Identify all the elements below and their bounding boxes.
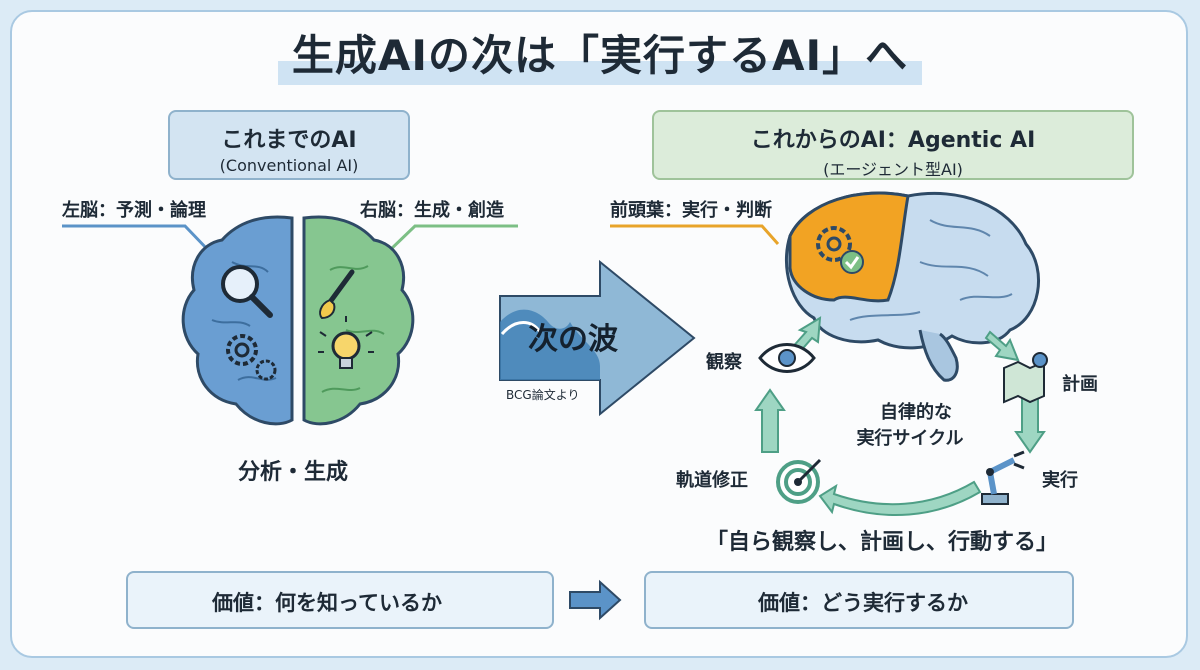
- bottom-arrow: [569, 579, 622, 621]
- next-wave-arrow: [499, 259, 696, 417]
- gears-icon: [226, 334, 277, 381]
- cycle-execute: 実行: [1042, 470, 1078, 491]
- wave-source: BCG論文より: [506, 388, 580, 402]
- conventional-subtitle: (Conventional AI): [219, 156, 359, 175]
- left-brain-pointer: [62, 224, 212, 254]
- agentic-title: これからのAI：Agentic AI: [750, 128, 1036, 153]
- frontal-lobe-label: 前頭葉：実行・判断: [610, 200, 772, 221]
- analysis-label: 分析・生成: [238, 460, 349, 485]
- robot-arm-icon: [981, 450, 1025, 505]
- value-new-text: 価値：どう実行するか: [758, 591, 968, 615]
- title-wrap: 生成AIの次は「実行するAI」へ: [0, 22, 1200, 85]
- cycle-arrows: [754, 316, 1046, 517]
- left-brain-label: 左脳：予測・論理: [62, 200, 206, 221]
- left-hemisphere: [181, 215, 294, 426]
- right-brain-pointer: [386, 224, 518, 254]
- lightbulb-icon: [318, 316, 374, 369]
- conventional-ai-box: これまでのAI (Conventional AI): [168, 110, 410, 180]
- quote: 「自ら観察し、計画し、行動する」: [706, 530, 1059, 555]
- eye-icon: [758, 343, 816, 373]
- gear-check-icon: [816, 226, 864, 274]
- target-icon: [776, 458, 822, 504]
- value-old-box: 価値：何を知っているか: [126, 571, 554, 629]
- magnifier-icon: [221, 265, 273, 318]
- right-hemisphere: [302, 215, 415, 426]
- agentic-subtitle: (エージェント型AI): [823, 160, 963, 179]
- value-old-text: 価値：何を知っているか: [212, 591, 442, 615]
- cycle-correct: 軌道修正: [676, 470, 748, 491]
- page-title: 生成AIの次は「実行するAI」へ: [277, 22, 923, 85]
- cycle-observe: 観察: [706, 352, 742, 373]
- wave-label: 次の波: [528, 322, 618, 357]
- cycle-center-line1: 自律的な: [880, 402, 952, 423]
- cycle-center-line2: 実行サイクル: [856, 428, 964, 449]
- agentic-ai-box: これからのAI：Agentic AI (エージェント型AI): [652, 110, 1134, 180]
- right-brain-label: 右脳：生成・創造: [360, 200, 504, 221]
- cycle-plan: 計画: [1062, 374, 1098, 395]
- conventional-title: これまでのAI: [221, 128, 357, 153]
- map-pin-icon: [1003, 352, 1048, 404]
- paintbrush-icon: [319, 269, 355, 320]
- value-new-box: 価値：どう実行するか: [644, 571, 1074, 629]
- agentic-brain: [785, 191, 1040, 382]
- frontal-lobe-pointer: [610, 224, 780, 245]
